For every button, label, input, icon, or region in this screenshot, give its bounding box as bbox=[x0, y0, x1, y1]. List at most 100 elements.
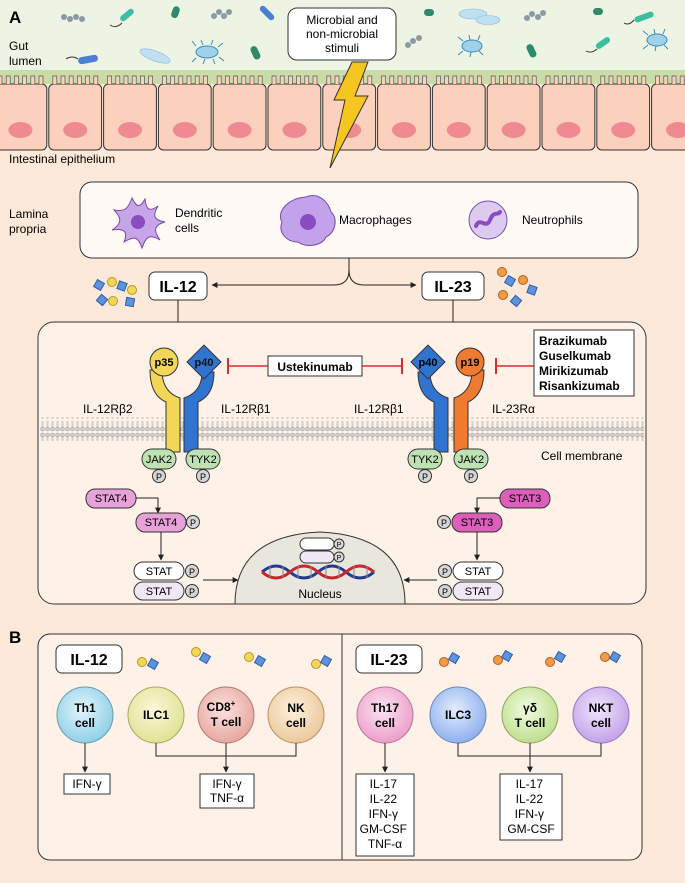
il12-cytokine-icons bbox=[137, 647, 333, 671]
tyk2-label: TYK2 bbox=[189, 454, 217, 466]
macrophage-icon bbox=[280, 195, 336, 246]
bacteria-icon bbox=[593, 8, 603, 15]
il12-cytokine-cluster-icon bbox=[92, 277, 137, 308]
il12-title: IL-12 bbox=[70, 652, 107, 669]
stat3-label: STAT3 bbox=[509, 493, 542, 505]
dna-helix-icon bbox=[261, 564, 375, 580]
il12-title-box bbox=[55, 644, 123, 674]
svg-text:ILC3: ILC3 bbox=[445, 708, 471, 722]
epithelial-cell bbox=[377, 83, 431, 151]
il12-label: IL-12 bbox=[159, 279, 196, 296]
phospho-label: P bbox=[442, 587, 448, 597]
stat-label: STAT bbox=[465, 586, 492, 598]
bacteria-icon bbox=[642, 28, 669, 52]
epithelial-nucleus bbox=[611, 122, 636, 138]
stat3-label: STAT3 bbox=[461, 517, 494, 529]
epithelial-nucleus bbox=[666, 122, 685, 138]
arrow bbox=[136, 497, 161, 514]
epithelial-cell bbox=[212, 83, 267, 151]
il23-cytokine-cluster-icon bbox=[497, 267, 538, 308]
epithelial-nucleus bbox=[227, 122, 252, 138]
branch-connector bbox=[348, 269, 417, 288]
bacteria-icon bbox=[139, 48, 171, 64]
th1-output-box bbox=[63, 773, 111, 795]
microvilli bbox=[52, 75, 99, 84]
phospho-label: P bbox=[189, 567, 195, 577]
stat-dimer-top bbox=[452, 561, 504, 581]
microvilli bbox=[490, 75, 537, 84]
ilc1-cell: ILC1 bbox=[127, 686, 185, 744]
lightning-bolt-icon bbox=[329, 61, 369, 169]
branch-connector bbox=[211, 258, 350, 288]
bacteria-icon bbox=[524, 10, 546, 21]
microvilli bbox=[545, 75, 592, 84]
il23-group-output-box bbox=[499, 773, 563, 841]
phospho-icon bbox=[418, 469, 432, 483]
bacteria-icon bbox=[259, 5, 275, 21]
macrophages-label: Macrophages bbox=[339, 213, 412, 227]
il12rb1-label-right: IL-12Rβ1 bbox=[354, 402, 404, 416]
arrow bbox=[474, 497, 500, 514]
th17-output: IL-17 IL-22 IFN-γ GM-CSF TNF-α bbox=[360, 777, 411, 851]
nucleus-label: Nucleus bbox=[298, 587, 341, 601]
microvilli bbox=[0, 75, 44, 84]
p40-label: p40 bbox=[419, 357, 438, 369]
epithelial-nucleus bbox=[63, 122, 88, 138]
bacteria-icon bbox=[65, 54, 98, 65]
phospho-icon bbox=[437, 515, 451, 529]
p40-subunit bbox=[186, 344, 222, 380]
microvilli bbox=[600, 75, 647, 84]
il23-title: IL-23 bbox=[370, 652, 407, 669]
bacteria-icon bbox=[250, 46, 261, 60]
il23-cytokine-icons bbox=[439, 649, 622, 667]
phospho-icon bbox=[185, 564, 199, 578]
bacteria-icon bbox=[585, 37, 611, 53]
bacteria-icon bbox=[109, 8, 134, 28]
drug-name: Risankizumab bbox=[539, 379, 620, 393]
phospho-icon bbox=[333, 538, 345, 550]
il12-receptor-complex: p35 p40 IL-12Rβ2 IL-12Rβ1 JAK2 TYK2 P P bbox=[83, 344, 271, 483]
drug-name: Guselkumab bbox=[539, 349, 611, 363]
il23ra-label: IL-23Rα bbox=[492, 402, 535, 416]
neutrophils-label: Neutrophils bbox=[522, 213, 583, 227]
bacteria-icon bbox=[171, 6, 180, 19]
epithelial-cell bbox=[541, 83, 596, 151]
stat4-label: STAT4 bbox=[145, 517, 178, 529]
stat-dimer-top bbox=[133, 561, 185, 581]
svg-text:CD8+: CD8+ bbox=[207, 699, 236, 714]
bacteria-icon bbox=[623, 11, 654, 25]
p40-label: p40 bbox=[195, 357, 214, 369]
epithelial-nucleus bbox=[8, 122, 33, 138]
p35-label: p35 bbox=[155, 357, 174, 369]
phospho-icon bbox=[186, 515, 200, 529]
epithelial-nucleus bbox=[556, 122, 581, 138]
bacteria-icon bbox=[457, 34, 484, 58]
epithelial-nucleus bbox=[118, 122, 142, 138]
stat-dimer-bottom bbox=[133, 581, 185, 601]
stat-dimer-bottom bbox=[452, 581, 504, 601]
il23-title-box bbox=[355, 644, 423, 674]
epithelial-nucleus bbox=[392, 122, 416, 138]
epithelial-cell bbox=[651, 83, 685, 151]
phospho-icon bbox=[438, 564, 452, 578]
microvilli bbox=[271, 75, 318, 84]
tyk2-label: TYK2 bbox=[411, 454, 439, 466]
p35-subunit bbox=[149, 347, 179, 377]
epithelial-nucleus bbox=[282, 122, 307, 138]
bacteria-icon bbox=[526, 44, 537, 58]
bacteria-icon bbox=[191, 39, 225, 65]
epithelial-cell bbox=[0, 83, 48, 151]
panel-b-box bbox=[37, 633, 643, 861]
phospho-label: P bbox=[441, 518, 447, 528]
phospho-label: P bbox=[337, 555, 342, 562]
stat-label: STAT bbox=[146, 566, 173, 578]
epithelial-nucleus bbox=[501, 122, 526, 138]
phospho-icon bbox=[152, 469, 166, 483]
stat-label: STAT bbox=[146, 586, 173, 598]
